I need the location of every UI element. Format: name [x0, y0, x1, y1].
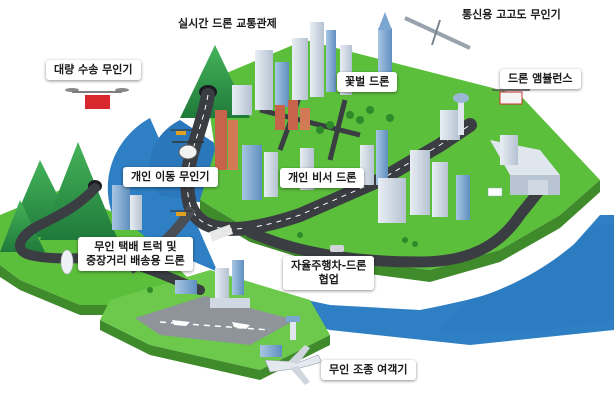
label-delivery-truck: 무인 택배 트럭 및 중장거리 배송용 드론: [78, 237, 193, 271]
drone-ambulance-uav: [492, 89, 530, 105]
label-delivery-truck-line1: 무인 택배 트럭 및: [94, 240, 177, 253]
label-realtime-traffic: 실시간 드론 교통관제: [178, 17, 277, 30]
secretary-drone: [170, 210, 192, 216]
label-personal-secretary: 개인 비서 드론: [280, 168, 365, 188]
coastal-road: [244, 184, 546, 268]
airliner: [264, 345, 323, 385]
label-autonomous-line1: 자율주행차-드론: [291, 259, 367, 272]
personal-mobility-uav: [172, 141, 204, 160]
runway: [135, 296, 295, 345]
label-delivery-truck-line2: 중장거리 배송용 드론: [86, 254, 185, 267]
label-autonomous-drone: 자율주행차-드론 협업: [283, 256, 375, 290]
downtown-buildings: [215, 12, 392, 170]
label-drone-ambulance: 드론 앰뷸런스: [500, 69, 581, 89]
delivery-truck: [208, 224, 234, 242]
label-personal-mobility: 개인 이동 무인기: [123, 167, 218, 187]
runway-marking: [159, 321, 271, 331]
trees: [147, 106, 418, 293]
label-comm-high-altitude: 통신용 고고도 무인기: [462, 8, 561, 21]
left-land-edge: [0, 265, 190, 315]
cargo-uav: [65, 88, 129, 109]
parked-aircraft: [172, 320, 250, 329]
grid-road-3: [327, 99, 348, 161]
high-altitude-uav: [404, 16, 471, 50]
delivery-drone: [60, 249, 74, 275]
right-buildings: [440, 93, 560, 195]
camera-drone: [170, 129, 192, 135]
central-buildings: [112, 130, 470, 230]
label-unmanned-airliner: 무인 조종 여객기: [321, 360, 416, 380]
label-flower-drone: 꽃벌 드론: [337, 72, 398, 92]
airport-buildings: [175, 260, 300, 357]
sea-water: [440, 225, 614, 332]
autonomous-car: [330, 245, 344, 252]
mountain-left-3: [0, 200, 45, 252]
label-autonomous-line2: 협업: [318, 273, 339, 286]
ambulance-vehicle: [487, 187, 503, 197]
label-cargo-uav: 대량 수송 무인기: [46, 60, 141, 80]
